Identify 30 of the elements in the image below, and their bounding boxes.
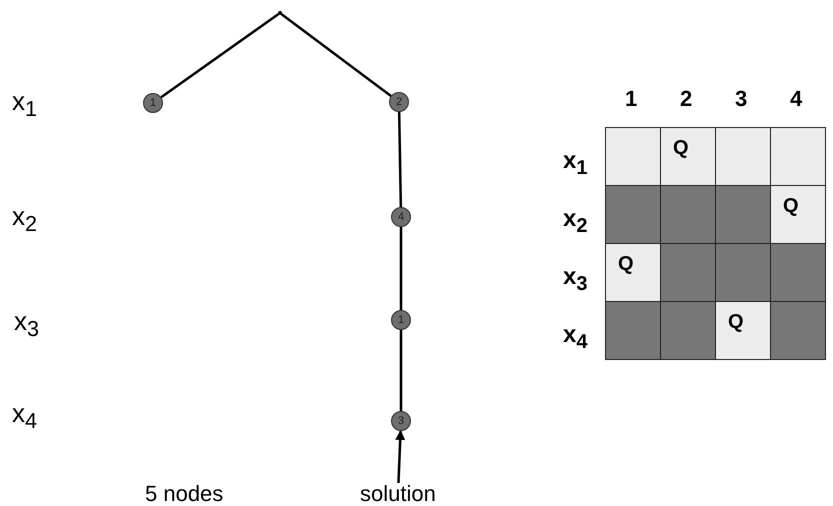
tree-node-circle: 3 xyxy=(391,411,411,431)
column-number: 1 xyxy=(625,88,638,110)
queen-mark: Q xyxy=(618,254,634,274)
queen-mark: Q xyxy=(728,312,744,332)
tree-edge xyxy=(400,227,402,310)
column-number: 4 xyxy=(790,88,802,110)
row-variable-label: x$_{4}$ xyxy=(563,323,588,352)
queen-mark: Q xyxy=(783,196,799,216)
variable-label: x$_{1}$ xyxy=(12,88,38,120)
queen-mark: Q xyxy=(673,138,689,158)
tree-node-circle: 2 xyxy=(389,92,409,112)
tree-edge xyxy=(400,330,402,411)
tree-edge xyxy=(160,13,280,98)
row-variable-label: x$_{2}$ xyxy=(563,207,588,236)
variable-label: x$_{2}$ xyxy=(12,203,38,235)
variable-label: x$_{3}$ xyxy=(14,308,40,340)
tree-edge xyxy=(398,112,402,208)
node-count-label: 5 nodes xyxy=(145,483,224,505)
arrow xyxy=(395,430,406,484)
row-variable-label: x$_{1}$ xyxy=(563,149,588,178)
column-number: 2 xyxy=(680,88,692,110)
variable-label: x$_{4}$ xyxy=(12,400,38,432)
column-number: 3 xyxy=(735,88,748,110)
tree-node-circle: 4 xyxy=(391,207,411,227)
row-variable-label: x$_{3}$ xyxy=(563,265,588,294)
tree-node-circle: 1 xyxy=(391,310,411,330)
root-point xyxy=(278,11,282,15)
tree-node-circle: 1 xyxy=(143,93,163,113)
tree-edge xyxy=(280,13,392,97)
solution-label: solution xyxy=(360,483,436,505)
